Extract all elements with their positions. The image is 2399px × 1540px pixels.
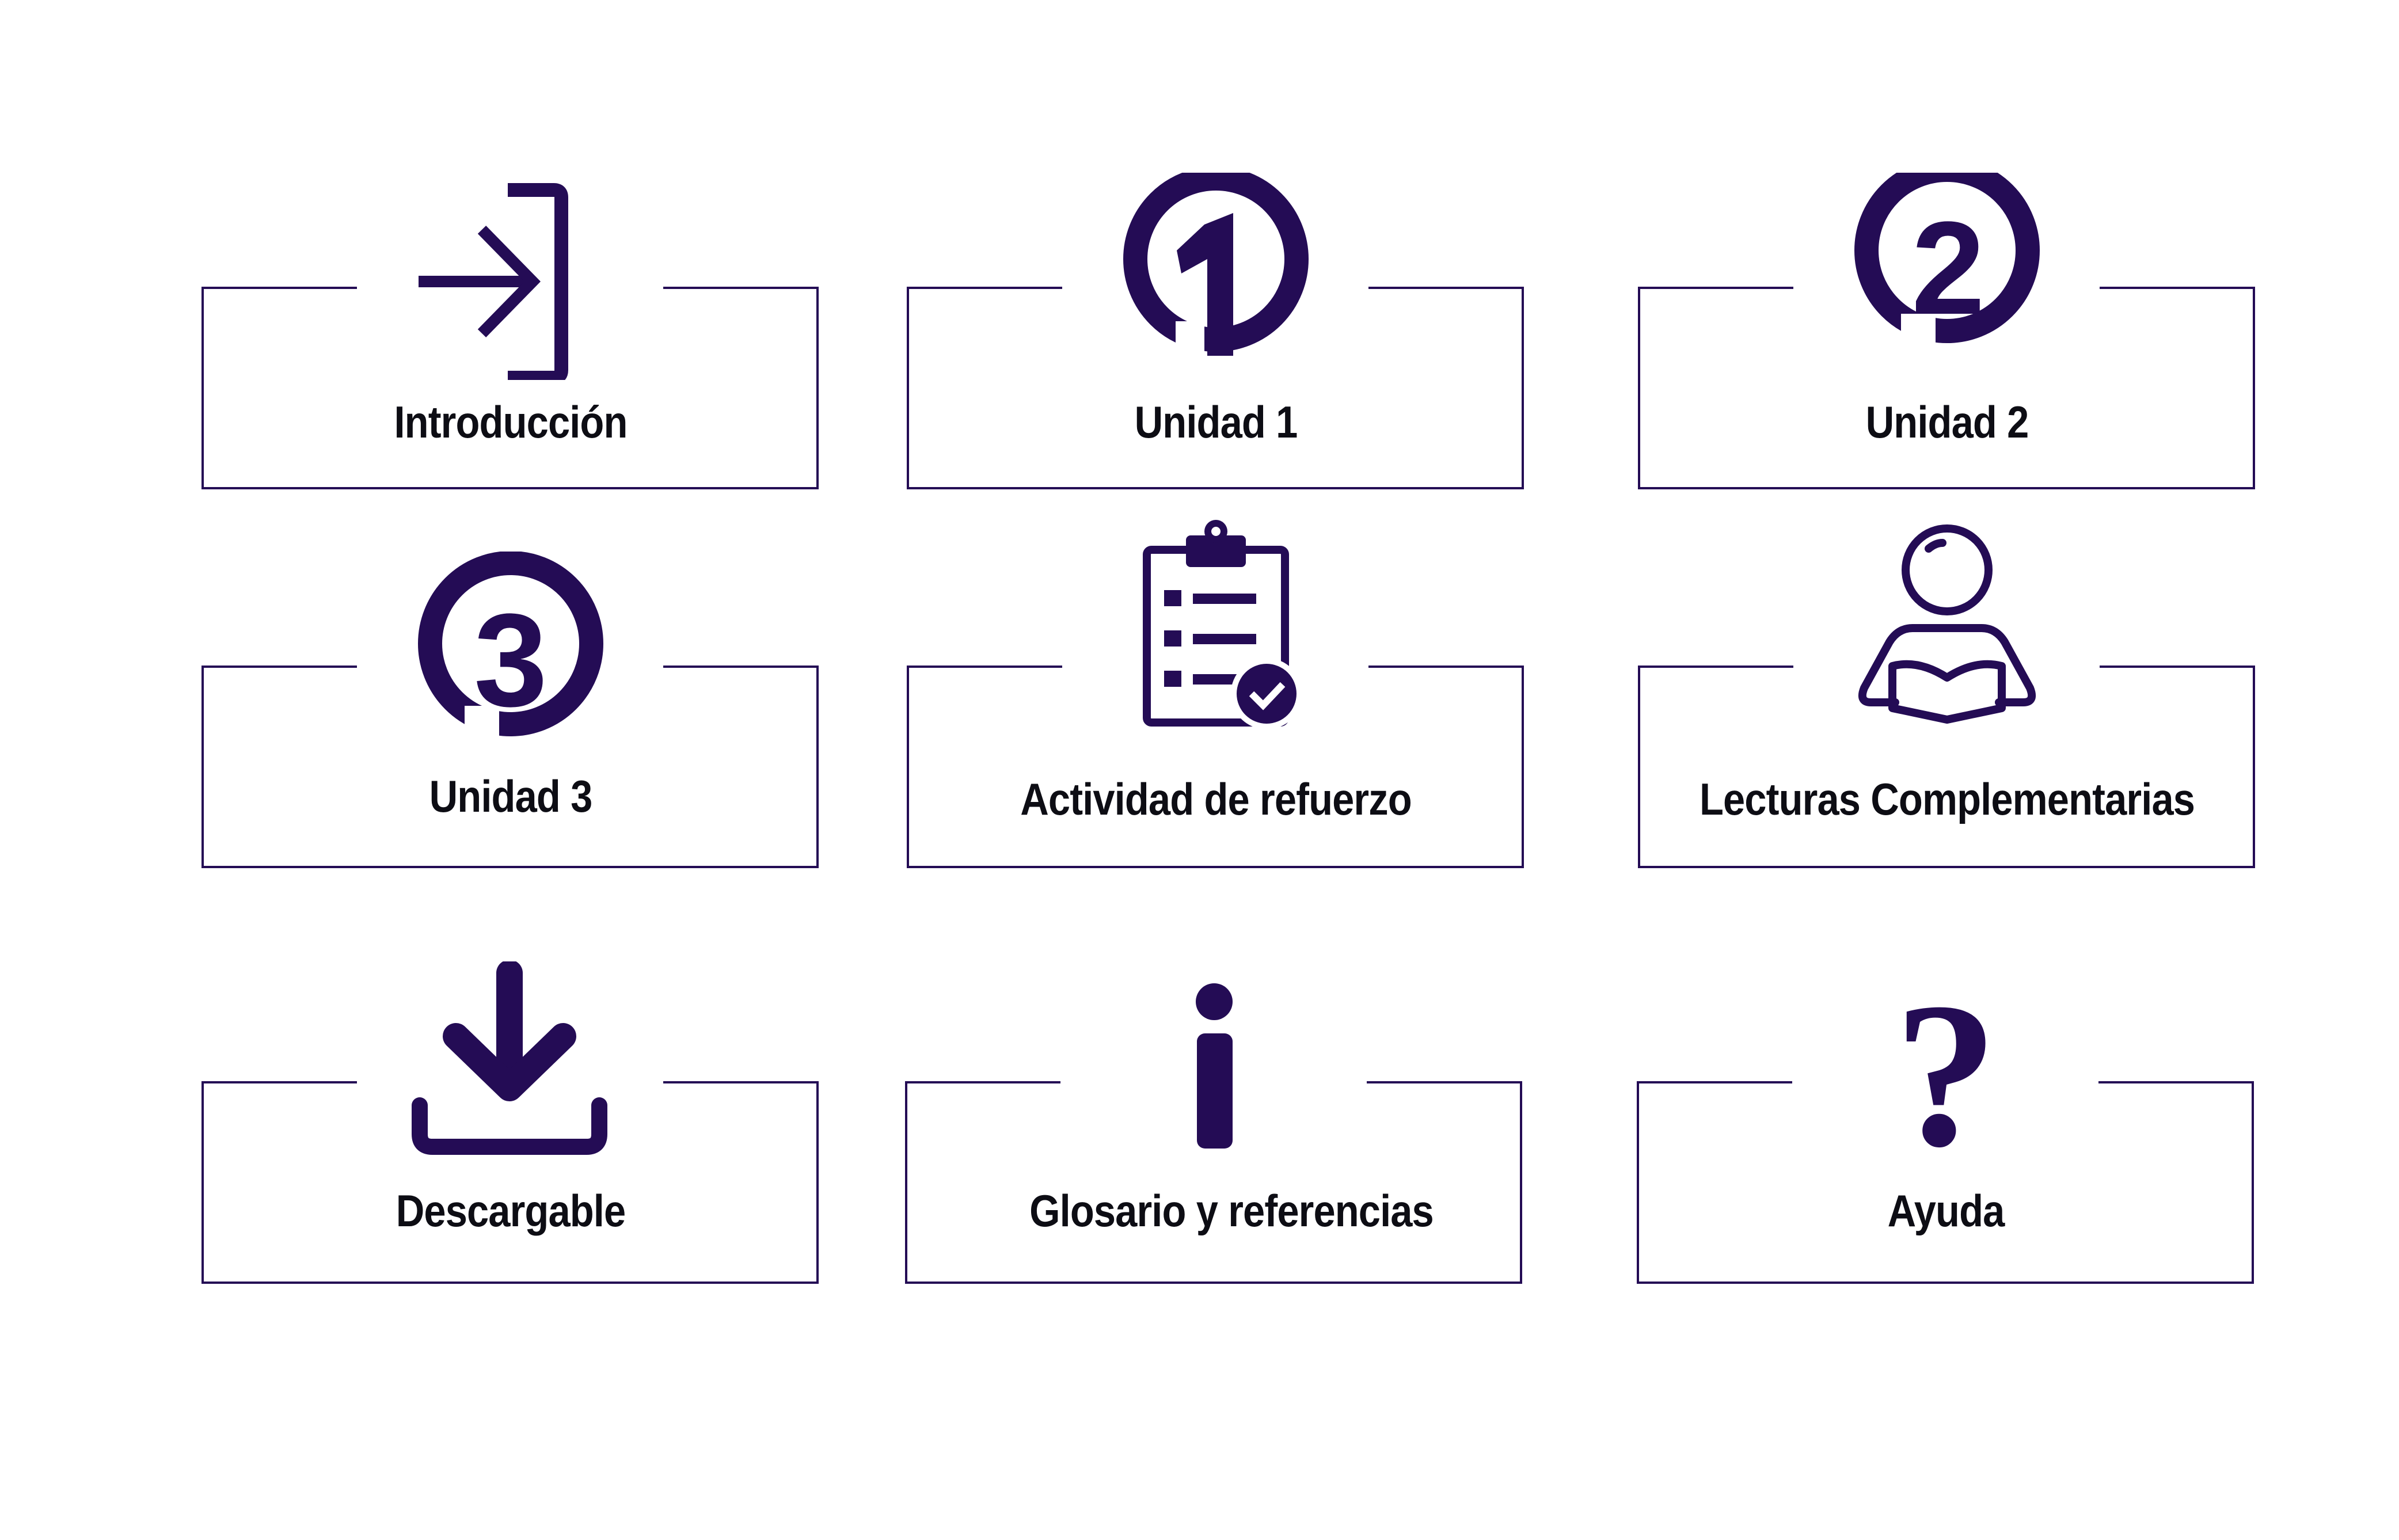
card-frame (1638, 287, 2255, 489)
card-frame (907, 666, 1524, 868)
menu-card-label: Glosario y referencias (1029, 1185, 1434, 1236)
unit-2-circle-icon: 2 (1854, 173, 2040, 348)
card-frame (905, 1081, 1522, 1284)
menu-card-ayuda[interactable]: ? Ayuda (1637, 961, 2254, 1284)
info-icon (1196, 983, 1233, 1149)
menu-card-label: Actividad de refuerzo (1020, 774, 1412, 824)
menu-card-label: Introducción (394, 397, 628, 447)
card-frame (1637, 1081, 2254, 1284)
menu-card-label: Unidad 2 (1865, 397, 2029, 447)
svg-text:3: 3 (474, 586, 548, 734)
card-frame (201, 287, 819, 489)
card-frame (201, 1081, 819, 1284)
unit-1-circle-icon (1123, 173, 1309, 356)
menu-card-label: Descargable (396, 1185, 626, 1236)
menu-card-label: Unidad 3 (429, 771, 593, 822)
card-frame (201, 666, 819, 868)
enter-door-icon (419, 183, 568, 380)
menu-card-lecturas-complementarias[interactable]: Lecturas Complementarias (1638, 515, 2255, 868)
unit-3-circle-icon: 3 (418, 552, 603, 740)
menu-card-label: Lecturas Complementarias (1699, 774, 2195, 824)
question-mark-icon: ? (1894, 961, 1998, 1169)
person-reading-icon (1858, 524, 2036, 724)
menu-card-label: Ayuda (1887, 1185, 2005, 1236)
card-frame (907, 287, 1524, 489)
clipboard-check-icon (1143, 520, 1302, 729)
menu-card-unidad-1[interactable]: Unidad 1 (907, 173, 1524, 489)
menu-card-glosario-y-referencias[interactable]: Glosario y referencias (905, 961, 1522, 1284)
menu-card-introduccion[interactable]: Introducción (201, 173, 819, 489)
download-icon (412, 961, 607, 1155)
svg-text:2: 2 (1911, 194, 1985, 342)
card-frame (1638, 666, 2255, 868)
menu-card-descargable[interactable]: Descargable (201, 961, 819, 1284)
svg-text:?: ? (1894, 961, 1998, 1169)
menu-card-unidad-3[interactable]: 3 Unidad 3 (201, 552, 819, 868)
menu-card-label: Unidad 1 (1134, 397, 1298, 447)
menu-card-actividad-de-refuerzo[interactable]: Actividad de refuerzo (907, 515, 1524, 868)
menu-card-unidad-2[interactable]: 2 Unidad 2 (1638, 173, 2255, 489)
